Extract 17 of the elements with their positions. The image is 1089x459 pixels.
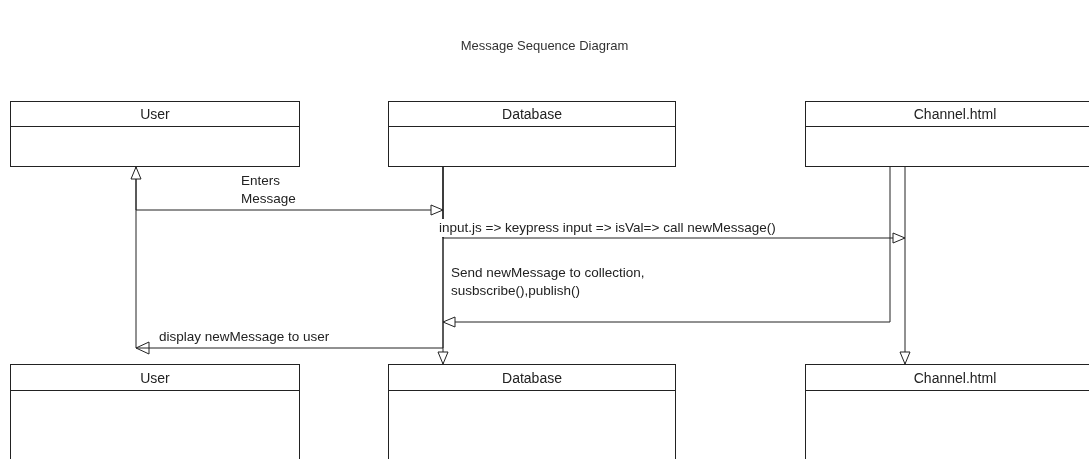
message-arrow bbox=[130, 166, 444, 355]
lifeline-box bbox=[805, 364, 1089, 459]
lifeline-box bbox=[10, 101, 300, 167]
edge-label: input.js => keypress input => isVal=> call newMessage() bbox=[438, 219, 777, 237]
lifeline-name: User bbox=[140, 106, 170, 122]
lifeline-box bbox=[10, 364, 300, 459]
lifeline-box bbox=[388, 101, 676, 167]
lifeline-name: Channel.html bbox=[913, 106, 997, 122]
lifeline-name: Channel.html bbox=[913, 369, 997, 386]
lifeline-name: Database bbox=[502, 106, 562, 122]
lifeline-arrow bbox=[899, 166, 911, 365]
message-arrow bbox=[442, 166, 891, 328]
lifeline-box bbox=[805, 101, 1089, 167]
lifeline-name: Database bbox=[502, 369, 562, 386]
diagram-title: Message Sequence Diagram bbox=[459, 38, 630, 53]
lifeline-name: User bbox=[140, 369, 170, 386]
lifeline-box bbox=[388, 364, 676, 459]
